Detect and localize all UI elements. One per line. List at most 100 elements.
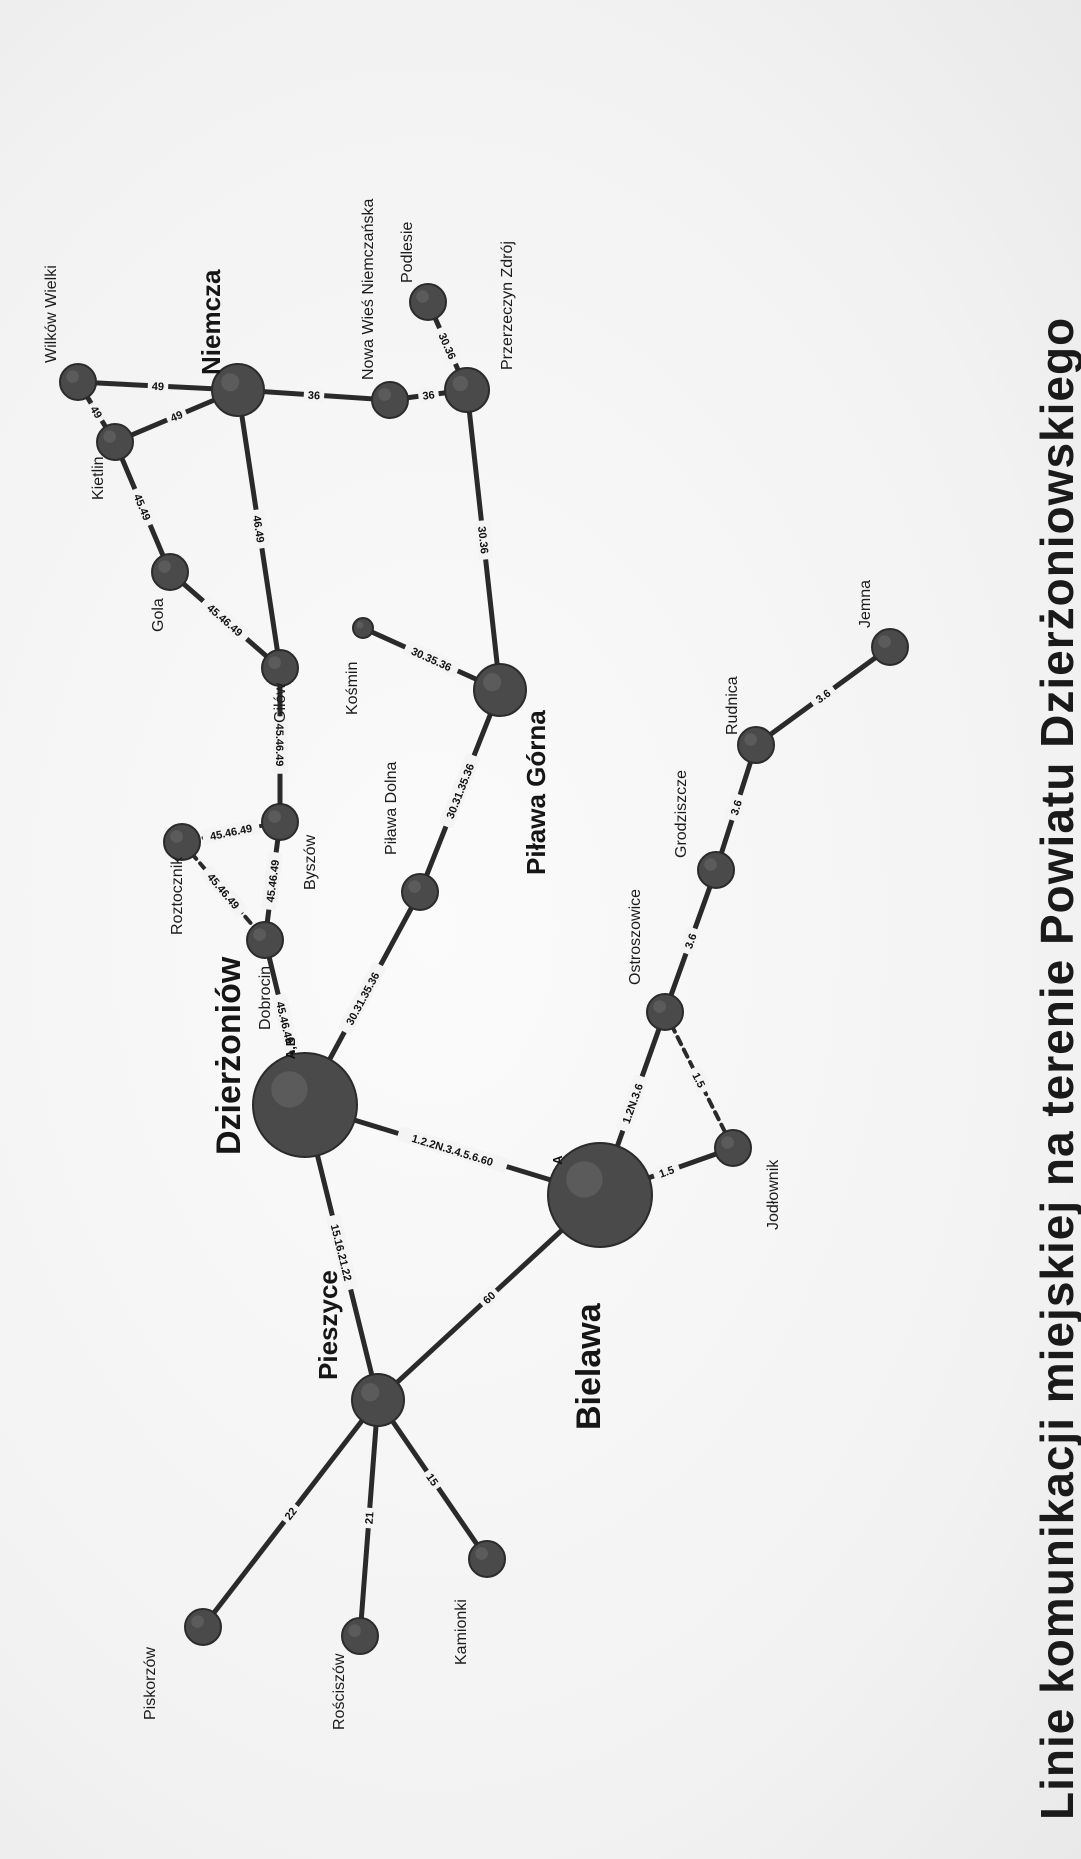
stop-label-rudnica: Rudnica — [724, 676, 741, 735]
stop-node-przerzeczyn-zdroj[interactable] — [444, 367, 490, 413]
edge-lines-label: 30.31.35.36 — [439, 753, 480, 829]
stop-node-shade — [66, 370, 79, 383]
stop-label-niemcza: Niemcza — [196, 269, 226, 375]
edge-lines-label: 1.5 — [687, 1065, 712, 1095]
edges-layer: 1.2.2N.3.4.5.6.6015.16.21.226030.31.35.3… — [75, 299, 893, 1639]
edge-lines-label: 1.5 — [652, 1160, 681, 1182]
stop-label-gilow: Gilów — [272, 683, 289, 723]
stop-label-jemna: Jemna — [857, 580, 874, 628]
stop-node-podlesie[interactable] — [409, 283, 447, 321]
stop-node-piskorzow[interactable] — [184, 1608, 222, 1646]
edge-lines-text: 36 — [307, 390, 320, 403]
edge-lines-label: 3.6 — [679, 926, 701, 956]
stop-label-pilawa-dolna: Piława Dolna — [383, 762, 400, 855]
stop-label-ostroszowice: Ostroszowice — [627, 889, 644, 985]
edge-lines-text: 36 — [422, 389, 436, 402]
stop-node-pilawa-dolna[interactable] — [401, 873, 439, 911]
edge-label-background — [338, 962, 386, 1035]
stop-node-dobrocin[interactable] — [246, 921, 284, 959]
stop-node-byszow[interactable] — [261, 803, 299, 841]
edge-lines-text: 49 — [152, 381, 165, 394]
edge-label-background — [303, 386, 325, 403]
stop-node-kamionki[interactable] — [468, 1540, 506, 1578]
edge-label-background — [439, 753, 480, 829]
edge-label-background — [129, 486, 157, 527]
stop-label-nowa-wies-niemczanska: Nowa Wieś Niemczańska — [360, 199, 377, 380]
stop-node-shade — [271, 1071, 308, 1108]
stop-node-ostroszowice[interactable] — [646, 993, 684, 1031]
edge-label-background — [434, 325, 462, 366]
edge-label-background — [396, 1126, 509, 1173]
stop-node-niemcza[interactable] — [211, 363, 265, 417]
edge-label-background — [808, 682, 837, 709]
stop-node-shade — [356, 621, 364, 629]
edge-label-background — [273, 716, 288, 774]
edge-label-background — [616, 1074, 648, 1133]
edge-label-background — [86, 400, 108, 424]
edge-lines-label: 45.46.49 — [273, 716, 288, 774]
stop-node-jemna[interactable] — [871, 628, 909, 666]
stop-node-shade — [704, 858, 717, 871]
edge-lines-label: 15 — [422, 1467, 444, 1491]
stop-node-jodlownik[interactable] — [714, 1129, 752, 1167]
stop-node-kosmin[interactable] — [352, 617, 374, 639]
stop-node-shade — [653, 1000, 666, 1013]
stop-node-shade — [483, 673, 502, 692]
edge-lines-text: 45.46.49 — [273, 724, 285, 767]
stop-node-grodziszcze[interactable] — [697, 851, 735, 889]
edge-lines-label: 1.2.2N.3.4.5.6.60 — [396, 1126, 509, 1173]
edge-lines-label: 49 — [147, 377, 169, 394]
stop-node-shade — [744, 733, 757, 746]
edge-lines-text: 30.36 — [475, 526, 490, 555]
stop-node-nowa-wies-niemczanska[interactable] — [371, 381, 409, 419]
stop-node-bielawa[interactable] — [547, 1142, 653, 1248]
edge-label-background — [725, 793, 746, 822]
edge-lines-text: 49 — [169, 409, 185, 425]
edge-label-background — [326, 1214, 358, 1291]
stop-node-pilawa-gorna[interactable] — [473, 663, 527, 717]
stop-node-shade — [170, 830, 183, 843]
stop-node-shade — [878, 635, 891, 648]
edge-lines-label: 45.49 — [129, 486, 157, 527]
stop-label-przerzeczyn-zdroj: Przerzeczyn Zdrój — [499, 241, 516, 370]
stop-node-shade — [348, 1624, 361, 1637]
terminal-lines-label: A — [550, 1155, 565, 1165]
stop-node-shade — [253, 928, 266, 941]
edge-lines-label: 45.46.49 — [200, 865, 247, 917]
terminal-lines-label: A,B — [283, 1037, 298, 1059]
stop-node-shade — [452, 375, 469, 392]
stop-node-shade — [416, 290, 429, 303]
nodes-layer — [59, 283, 909, 1655]
stop-node-dzierzoniow[interactable] — [252, 1052, 358, 1158]
stop-node-gola[interactable] — [151, 553, 189, 591]
edge-lines-label: 30.36 — [474, 520, 494, 560]
stop-node-pieszyce[interactable] — [351, 1373, 405, 1427]
stop-node-wilkow-wielki[interactable] — [59, 363, 97, 401]
edge-lines-label: 45.46.49 — [261, 851, 283, 911]
edge-lines-text: 3.6 — [729, 799, 745, 817]
edge-lines-text: 46.49 — [250, 515, 266, 544]
stop-node-roztocznik[interactable] — [163, 823, 201, 861]
stop-label-grodziszcze: Grodziszcze — [673, 770, 690, 858]
stop-node-kietlin[interactable] — [96, 423, 134, 461]
stop-node-rudnica[interactable] — [737, 726, 775, 764]
stop-node-shade — [408, 880, 421, 893]
edge-lines-label: 45.46.49 — [201, 818, 261, 845]
stop-node-shade — [378, 388, 391, 401]
stop-node-shade — [566, 1161, 603, 1198]
edge-label-background — [679, 926, 701, 956]
edge-label-background — [687, 1065, 712, 1095]
stop-label-kosmin: Kośmin — [344, 662, 361, 715]
stop-node-rosciszow[interactable] — [341, 1617, 379, 1655]
edge-label-background — [403, 640, 461, 677]
edge-label-background — [272, 993, 299, 1052]
stop-node-shade — [103, 430, 116, 443]
stop-node-gilow[interactable] — [261, 649, 299, 687]
edge-lines-label: 45.46.49 — [199, 596, 251, 643]
edge-lines-label: 30.35.36 — [403, 640, 461, 677]
edge-label-background — [422, 1467, 444, 1491]
stop-label-piskorzow: Piskorzów — [142, 1647, 159, 1720]
edge-lines-text: 1.5 — [658, 1164, 676, 1180]
stop-node-shade — [191, 1615, 204, 1628]
edge-label-background — [652, 1160, 681, 1182]
